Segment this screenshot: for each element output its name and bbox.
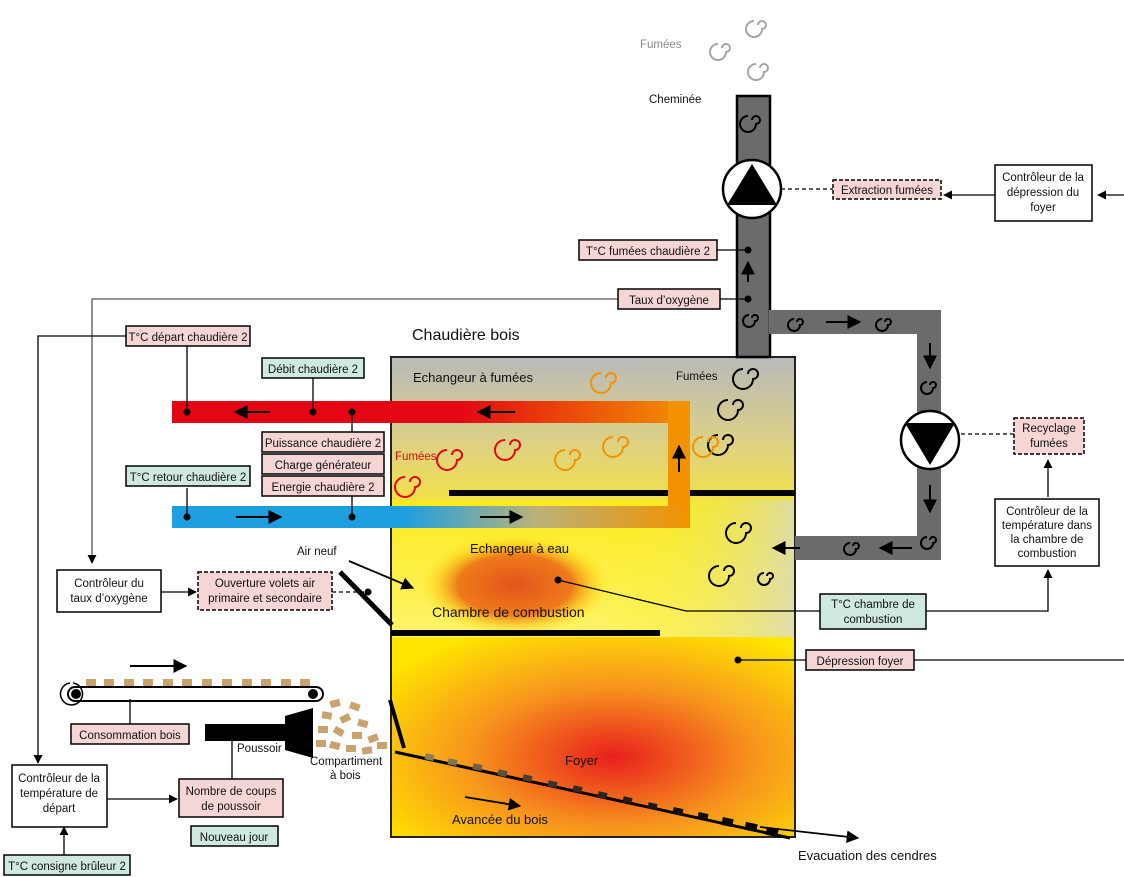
fumes-top-label: Fumées	[640, 39, 682, 51]
new-day-box: Nouveau jour	[190, 825, 279, 847]
sensor-dots	[183, 246, 752, 664]
supply-controller-line1: Contrôleur de la	[18, 773, 100, 785]
chamber-controller-line3: la chambre de	[1011, 534, 1084, 546]
recycling-line2: fumées	[1030, 438, 1068, 450]
chamber-controller-line1: Contrôleur de la	[1006, 506, 1088, 518]
pusher	[205, 708, 313, 758]
supply-temp-box: T°C départ chaudière 2	[125, 325, 251, 347]
recycling-box: Recyclage fumées	[1013, 417, 1085, 455]
power-box: Puissance chaudière 2	[261, 431, 385, 453]
combustion-chamber-label: Chambre de combustion	[432, 604, 585, 620]
chimney-label: Cheminée	[649, 94, 701, 106]
boiler-body	[390, 356, 796, 838]
boiler-title: Chaudière bois	[412, 327, 520, 344]
fumes-boiler-label: Fumées	[676, 371, 718, 383]
furnace-depression-label: Dépression foyer	[817, 656, 904, 668]
wood-compartment-line1: Compartiment	[310, 756, 383, 768]
depression-controller-box: Contrôleur de la dépression du foyer	[994, 164, 1093, 222]
oxygen-controller-line1: Contrôleur du	[74, 578, 144, 590]
flow-label: Débit chaudière 2	[268, 364, 358, 376]
supply-controller-line3: départ	[43, 803, 76, 815]
furnace-label: Foyer	[565, 753, 599, 768]
power-label: Puissance chaudière 2	[265, 438, 381, 450]
conveyor	[59, 679, 324, 706]
wood-compartment-line2: à bois	[330, 770, 361, 782]
flue-temp-box: T°C fumées chaudière 2	[578, 239, 718, 261]
chamber-temp-line2: combustion	[844, 614, 903, 626]
wood-pile	[316, 698, 387, 755]
chamber-controller-line2: température dans	[1002, 520, 1092, 532]
extraction-box: Extraction fumées	[832, 179, 942, 200]
oxygen-controller-line2: taux d’oxygène	[70, 593, 147, 605]
depression-controller-line1: Contrôleur de la	[1002, 172, 1084, 184]
wood-advance-arrow	[464, 796, 522, 811]
load-box: Charge générateur	[261, 453, 385, 475]
supply-temp-controller-box: Contrôleur de la température de départ	[11, 764, 108, 828]
supply-temp-label: T°C départ chaudière 2	[128, 332, 247, 344]
depression-controller-line2: dépression du	[1007, 187, 1079, 199]
ash-evacuation-label: Evacuation des cendres	[798, 848, 937, 863]
return-temp-label: T°C retour chaudière 2	[130, 472, 246, 484]
air-dampers-box: Ouverture volets air primaire et seconda…	[197, 571, 333, 611]
fresh-air-label: Air neuf	[297, 546, 337, 558]
load-label: Charge générateur	[275, 460, 372, 472]
wood-consumption-box: Consommation bois	[70, 723, 190, 745]
energy-box: Energie chaudière 2	[261, 475, 385, 497]
signal-lines	[33, 188, 1124, 855]
water-flow-arrows	[233, 405, 686, 524]
cold-water-pipe	[172, 506, 690, 528]
pusher-strokes-line2: de poussoir	[201, 801, 261, 813]
new-day-label: Nouveau jour	[200, 832, 269, 844]
energy-label: Energie chaudière 2	[272, 482, 375, 494]
water-exchanger-label: Echangeur à eau	[470, 541, 569, 556]
ash-evacuation-arrow	[759, 826, 860, 843]
fresh-air-arrow	[348, 560, 415, 590]
burner-setpoint-box: T°C consigne brûleur 2	[3, 854, 131, 876]
chamber-controller-line4: combustion	[1018, 548, 1077, 560]
pusher-label: Poussoir	[237, 743, 282, 755]
return-temp-box: T°C retour chaudière 2	[125, 465, 251, 487]
supply-controller-line2: température de	[20, 788, 98, 800]
furnace-depression-box: Dépression foyer	[805, 649, 915, 671]
wood-advance-label: Avancée du bois	[452, 812, 548, 827]
air-dampers-line1: Ouverture volets air	[215, 578, 316, 590]
flue-exchanger-label: Echangeur à fumées	[413, 370, 533, 385]
chamber-temp-line1: T°C chambre de	[831, 599, 915, 611]
chamber-temp-controller-box: Contrôleur de la température dans la cha…	[994, 498, 1100, 567]
air-dampers-line2: primaire et secondaire	[208, 593, 322, 605]
flow-box: Débit chaudière 2	[261, 357, 365, 379]
burner-setpoint-label: T°C consigne brûleur 2	[8, 861, 126, 873]
recycling-fan	[899, 409, 961, 471]
pusher-strokes-line1: Nombre de coups	[186, 786, 277, 798]
air-damper-flap	[338, 570, 394, 627]
wood-consumption-label: Consommation bois	[79, 730, 181, 742]
recycling-line1: Recyclage	[1022, 423, 1076, 435]
depression-controller-line3: foyer	[1030, 202, 1056, 214]
wood-hatch	[388, 699, 406, 749]
flue-arrows	[741, 260, 937, 555]
oxygen-controller-box: Contrôleur du taux d’oxygène	[56, 569, 162, 613]
pusher-strokes-box: Nombre de coups de poussoir	[178, 778, 284, 818]
grate	[394, 750, 791, 840]
oxygen-label: Taux d’oxygène	[629, 295, 709, 307]
flue-temp-label: T°C fumées chaudière 2	[586, 246, 710, 258]
extraction-label: Extraction fumées	[841, 185, 933, 197]
oxygen-box: Taux d’oxygène	[617, 288, 721, 310]
chamber-temp-box: T°C chambre de combustion	[819, 593, 927, 630]
extraction-fan	[721, 158, 783, 220]
fumes-red-label: Fumées	[395, 451, 437, 463]
smoke-swirls	[394, 20, 937, 587]
